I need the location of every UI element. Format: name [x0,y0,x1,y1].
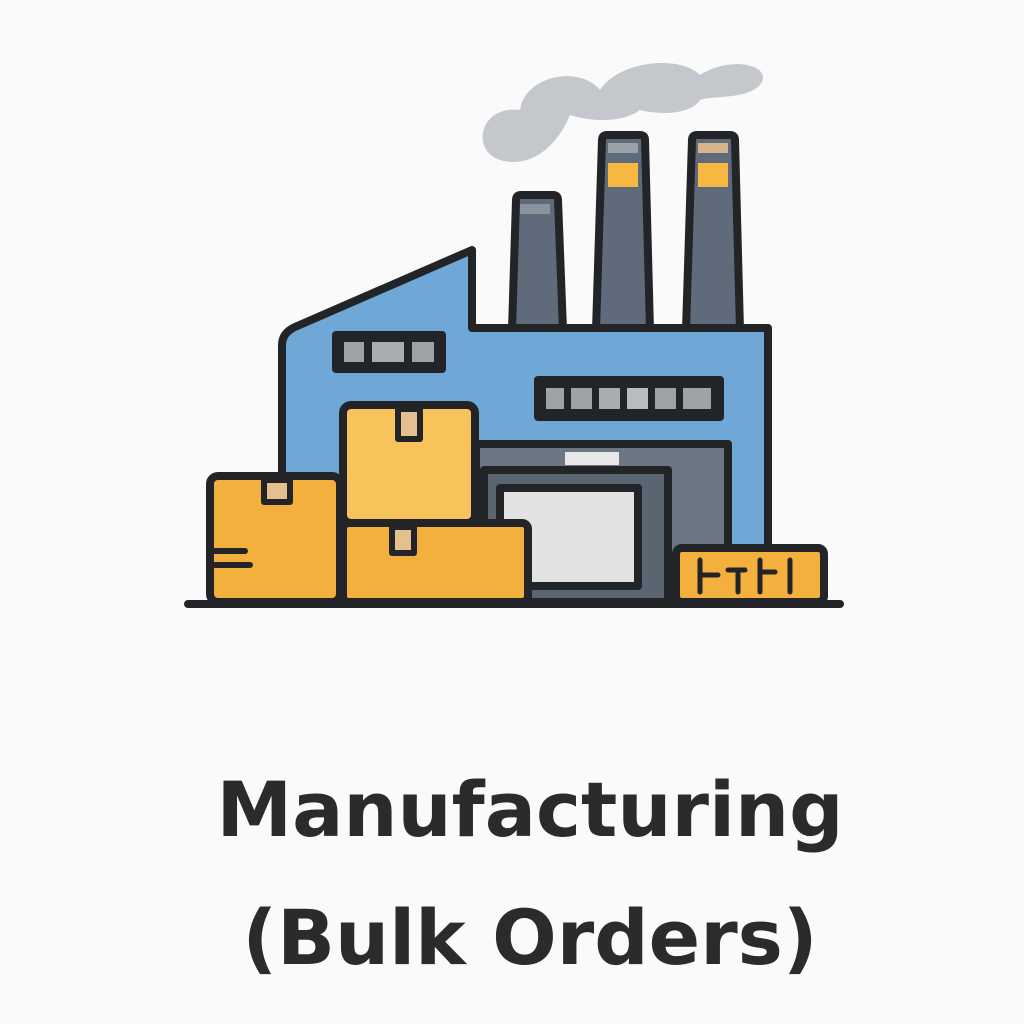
window-upper-left [332,331,446,373]
caption-title: Manufacturing [216,765,844,854]
chimney-right [682,131,744,334]
chimney-middle [592,131,654,334]
box-bottom [339,519,532,606]
smoke-cloud [482,63,763,162]
window-lower-right [534,376,724,421]
crate-small [672,544,828,606]
caption-subtitle: (Bulk Orders) [242,893,818,982]
factory-with-boxes-icon [184,63,844,608]
box-left [206,472,344,606]
box-top [339,401,479,527]
chimney-left [508,191,567,334]
